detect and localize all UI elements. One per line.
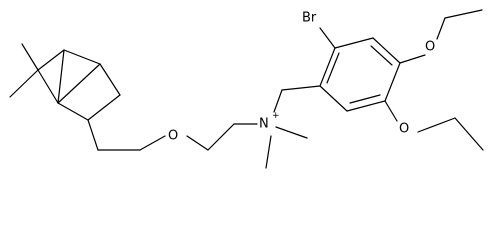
nitrogen-charge-sign: + — [272, 111, 280, 121]
bond-n-methyl-2 — [275, 126, 308, 139]
bond-o-ethyl-lower-1 — [417, 117, 456, 133]
bond-aryl-2 — [334, 37, 374, 49]
bond-c-br — [319, 27, 336, 49]
bond-o-ethyl-upper-1 — [436, 17, 446, 40]
bond-layer — [9, 9, 484, 169]
bond-aryl-1-double — [326, 52, 340, 84]
molecule-structure: Br O O O N + — [9, 9, 484, 169]
bond-aryl-5-double — [349, 94, 381, 104]
bond-aryl-4 — [384, 62, 401, 102]
bond-ring-5 — [57, 102, 89, 121]
bond-chain-5 — [207, 123, 235, 151]
bond-aryl-3 — [372, 37, 401, 64]
bond-aryl-3-double — [370, 45, 393, 66]
bond-aryl-1 — [319, 47, 336, 87]
bond-o-ethyl-lower-2 — [454, 117, 484, 151]
bond-aryl-o-lower — [384, 100, 398, 122]
bond-ring-2 — [63, 49, 101, 65]
atom-oxygen-ethoxy-upper: O — [425, 40, 435, 55]
bond-ring-bridge — [57, 63, 101, 104]
bond-o-ethyl-upper-2 — [444, 9, 483, 19]
atom-oxygen-ethoxy-lower: O — [399, 122, 409, 137]
bond-chain-3 — [139, 135, 166, 151]
bond-ch2-ring — [281, 85, 321, 91]
bond-methyl-a — [21, 43, 39, 71]
atom-oxygen-ether: O — [168, 129, 178, 144]
bond-methyl-b — [9, 69, 39, 98]
bond-chain-4 — [186, 135, 209, 151]
bond-ring-7 — [37, 69, 59, 104]
bond-aryl-o-upper — [399, 54, 426, 64]
atom-bromine: Br — [302, 11, 317, 26]
bond-ring-4 — [87, 94, 121, 121]
bond-aryl-5 — [346, 100, 386, 112]
bond-ring-6 — [57, 49, 65, 104]
bond-ring-3 — [99, 63, 121, 96]
bond-aryl-6 — [319, 85, 348, 112]
bond-n-ch2 — [273, 89, 283, 113]
atom-layer: Br O O O N + — [168, 11, 435, 144]
atom-nitrogen: N — [259, 117, 269, 132]
bond-chain-1 — [87, 119, 99, 151]
bond-n-methyl-1 — [265, 135, 272, 169]
bond-ring-1 — [37, 49, 65, 71]
